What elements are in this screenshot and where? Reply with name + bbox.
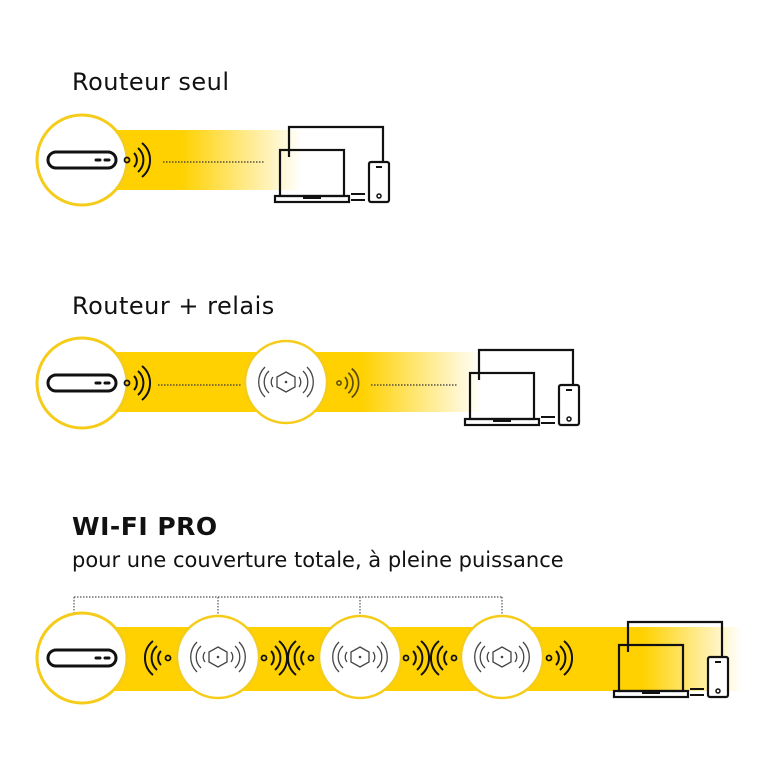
section-title-router-relay: Routeur + relais [72, 292, 275, 320]
section-title-wifi-pro: WI-FI PRO [72, 512, 218, 541]
router-only-diagram [35, 113, 391, 207]
wifi-pro-diagram [35, 596, 742, 705]
router-relay-diagram [35, 336, 581, 430]
network-bracket [73, 596, 503, 614]
section-title-router-only: Routeur seul [72, 68, 230, 96]
devices-icon [463, 348, 581, 427]
section-subtitle-wifi-pro: pour une couverture totale, à pleine pui… [72, 548, 564, 572]
